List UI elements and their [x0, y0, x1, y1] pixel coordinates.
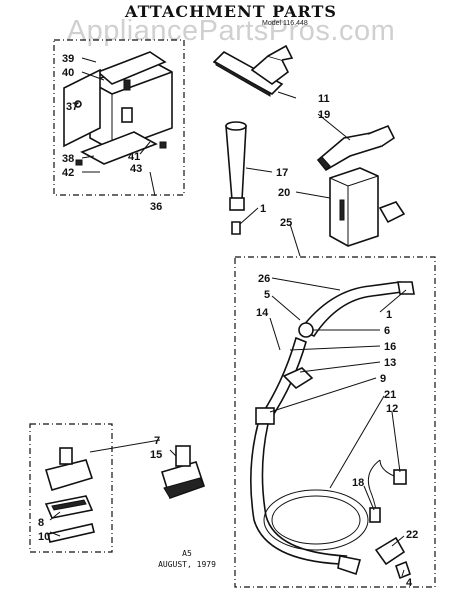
callout-8: 8: [38, 517, 44, 529]
tools-part: [44, 447, 95, 543]
callout-7: 7: [154, 435, 160, 447]
watermark-text: AppliancePartsPros.com: [66, 15, 396, 47]
callout-20: 20: [278, 187, 290, 199]
callout-13: 13: [384, 357, 396, 369]
callout-36: 36: [150, 201, 162, 213]
callout-21: 21: [384, 389, 396, 401]
callout-40: 40: [62, 67, 74, 79]
leader-lines: [49, 57, 407, 577]
callout-5: 5: [264, 289, 270, 301]
callout-37: 37: [66, 101, 78, 113]
callout-18: 18: [352, 477, 364, 489]
callout-labels: 39 40 37 38 42 41 43 36 11 19 17 20 1 25…: [38, 53, 418, 589]
callout-6: 6: [384, 325, 390, 337]
callout-39: 39: [62, 53, 74, 65]
page-title: ATTACHMENT PARTS: [125, 2, 337, 21]
box-accessory-caddy: [53, 39, 185, 196]
box-tools: [29, 423, 113, 553]
callout-14: 14: [256, 307, 269, 319]
callout-9: 9: [380, 373, 386, 385]
floor-nozzle-part: [212, 44, 294, 97]
footer-code: A5: [182, 549, 192, 558]
callout-26: 26: [258, 273, 270, 285]
wall-bracket-part: [329, 167, 406, 247]
callout-38: 38: [62, 153, 74, 165]
callout-25: 25: [280, 217, 292, 229]
callout-42: 42: [62, 167, 74, 179]
model-number: Model 116.448: [262, 20, 308, 27]
callout-43: 43: [130, 163, 142, 175]
caddy-part: [63, 51, 173, 166]
callout-1a: 1: [260, 203, 266, 215]
callout-17: 17: [276, 167, 288, 179]
callout-4: 4: [406, 577, 413, 589]
crevice-tool-part: [316, 124, 396, 172]
callout-12: 12: [386, 403, 398, 415]
callout-1b: 1: [386, 309, 392, 321]
wand-part: [225, 121, 247, 235]
callout-16: 16: [384, 341, 396, 353]
callout-22: 22: [406, 529, 418, 541]
callout-11: 11: [318, 93, 330, 105]
callout-15: 15: [150, 449, 162, 461]
callout-10: 10: [38, 531, 50, 543]
footer-info: A5 AUGUST, 1979: [132, 548, 242, 570]
callout-19: 19: [318, 109, 330, 121]
footer-date: AUGUST, 1979: [158, 560, 216, 569]
callout-41: 41: [128, 151, 140, 163]
box-hose-assembly: [234, 256, 436, 588]
dusting-brush-part: [160, 445, 206, 500]
hose-assembly-part: [250, 281, 415, 580]
